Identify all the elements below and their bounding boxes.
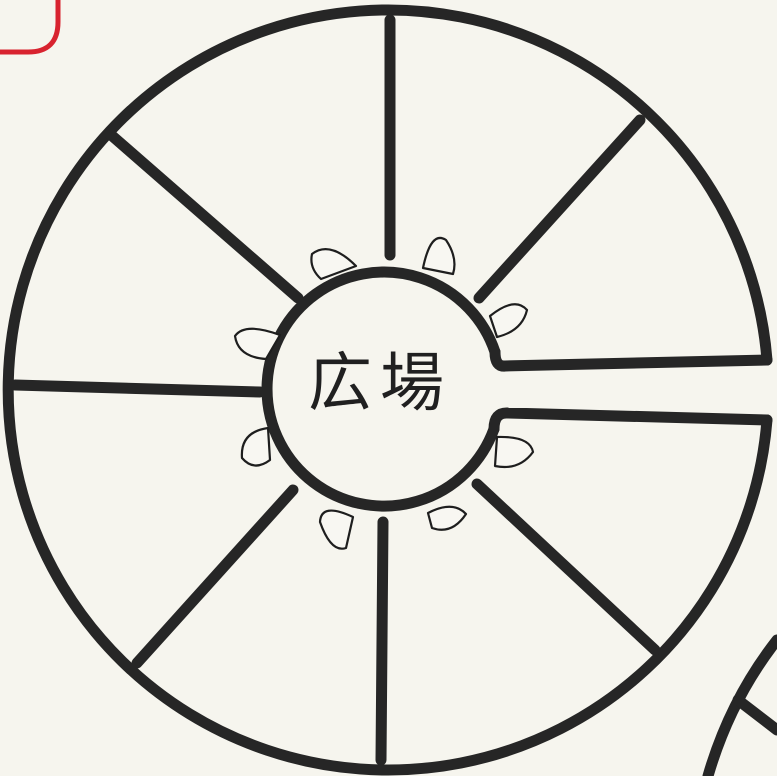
spoke-top-left <box>104 128 304 304</box>
neighbor-spoke-fragment <box>732 694 777 736</box>
red-frame-fragment <box>0 0 61 55</box>
petal-decoration <box>493 435 535 469</box>
spoke-top-right <box>473 114 646 304</box>
spoke-bottom <box>375 516 389 766</box>
inner-plaza-circle <box>261 266 501 512</box>
petal-decoration <box>426 505 468 531</box>
spoke-bottom-right <box>471 478 661 656</box>
petal-decoration <box>488 303 529 339</box>
petal-decoration <box>421 236 456 276</box>
entrance-wall-bottom <box>488 407 773 435</box>
outer-ring <box>2 4 773 776</box>
petal-decoration <box>233 327 282 361</box>
petal-decoration <box>240 426 272 467</box>
spoke-left <box>9 379 266 398</box>
plaza-label: 広場 <box>308 347 452 421</box>
petal-decoration <box>310 248 358 281</box>
entrance-wall-top <box>489 346 773 372</box>
spoke-bottom-left <box>131 484 299 669</box>
petal-decoration <box>318 509 355 550</box>
